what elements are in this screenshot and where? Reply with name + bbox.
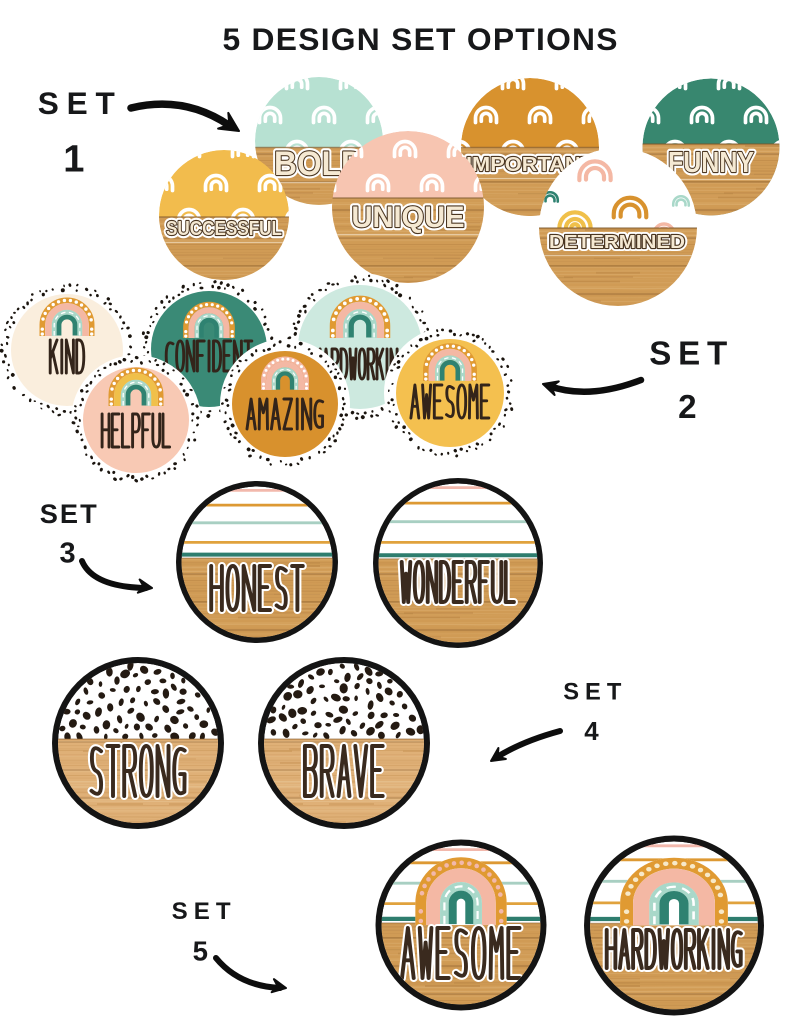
svg-text:2: 2 [678,389,696,426]
svg-text:5 DESIGN SET OPTIONS: 5 DESIGN SET OPTIONS [223,21,618,57]
svg-text:5: 5 [193,936,208,967]
svg-text:SET: SET [563,679,622,705]
svg-text:DETERMINED: DETERMINED [549,232,685,253]
svg-text:SUCCESSFUL: SUCCESSFUL [166,218,282,240]
svg-text:1: 1 [63,139,84,181]
svg-text:FUNNY: FUNNY [668,147,754,179]
svg-text:UNIQUE: UNIQUE [352,201,465,234]
svg-text:FUNNY: FUNNY [668,147,754,179]
svg-text:SET: SET [172,898,231,925]
svg-text:FUNNY: FUNNY [668,147,754,179]
svg-text:4: 4 [584,718,599,746]
svg-text:SUCCESSFUL: SUCCESSFUL [166,218,282,240]
svg-text:SET: SET [38,85,115,121]
svg-text:DETERMINED: DETERMINED [549,232,685,253]
svg-text:UNIQUE: UNIQUE [352,201,465,234]
svg-text:UNIQUE: UNIQUE [352,201,465,234]
svg-text:3: 3 [60,538,76,570]
svg-text:IMPORTANT: IMPORTANT [466,153,594,176]
svg-text:DETERMINED: DETERMINED [549,232,685,253]
svg-text:SET: SET [649,336,727,373]
svg-text:SUCCESSFUL: SUCCESSFUL [166,218,282,240]
svg-text:SET: SET [40,498,97,529]
